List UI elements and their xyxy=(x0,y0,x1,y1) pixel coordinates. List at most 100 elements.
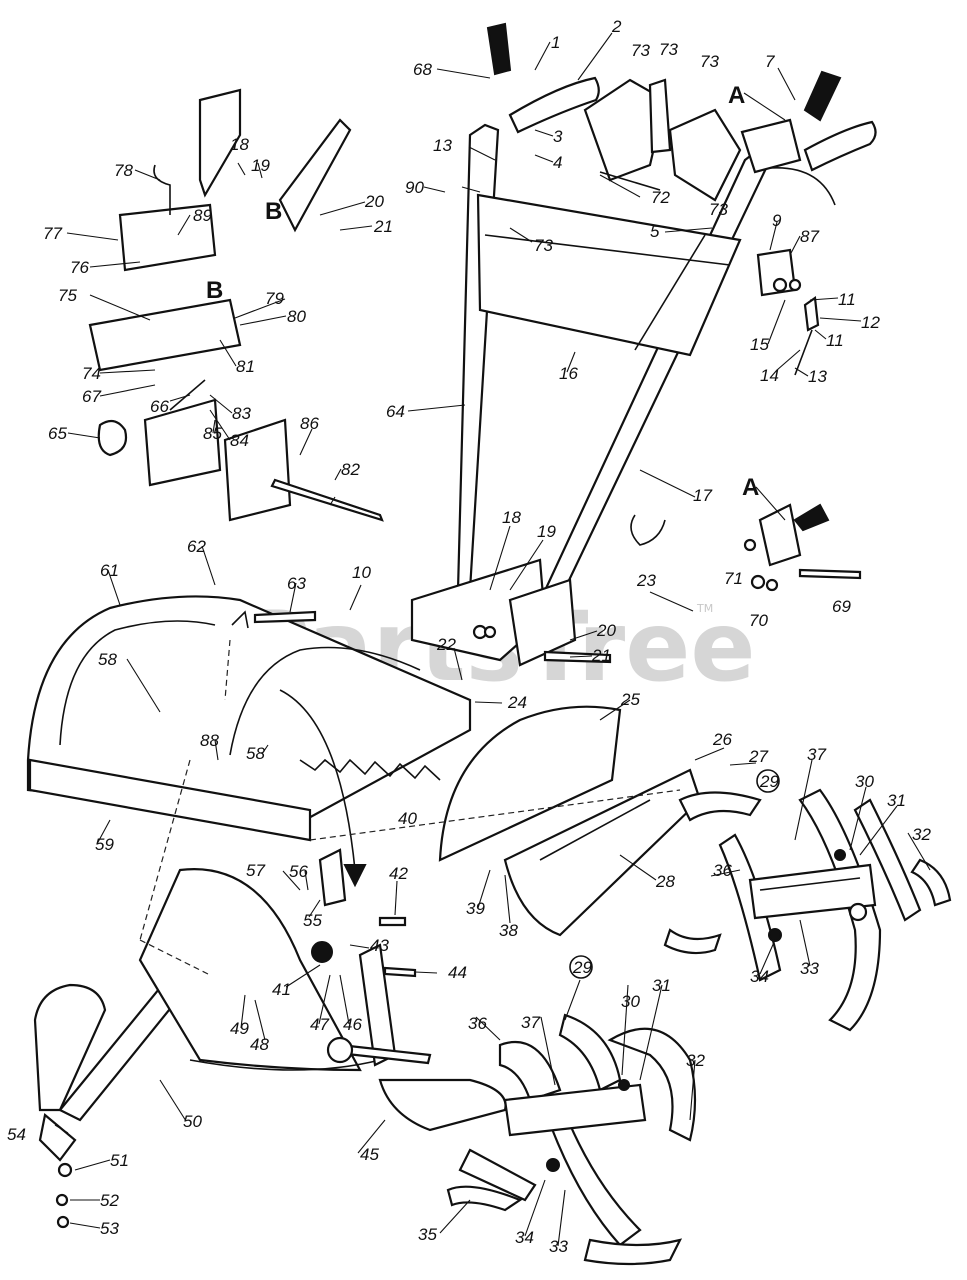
callout-7: 7 xyxy=(765,52,775,71)
callout-80: 80 xyxy=(287,307,306,326)
callout-20-lower: 20 xyxy=(596,621,616,640)
depth-bar-detail xyxy=(88,88,384,522)
tine-assembly-lower xyxy=(378,1013,697,1266)
callout-77: 77 xyxy=(43,224,62,243)
callout-36-lower: 36 xyxy=(468,1014,487,1033)
callout-25: 25 xyxy=(620,690,640,709)
callout-63: 63 xyxy=(287,574,306,593)
callout-33-lower: 33 xyxy=(549,1237,568,1256)
callout-68: 68 xyxy=(413,60,432,79)
callout-71: 71 xyxy=(724,569,743,588)
callout-40: 40 xyxy=(398,809,417,828)
callout-2: 2 xyxy=(611,17,622,36)
callout-50: 50 xyxy=(183,1112,202,1131)
callout-58-center: 58 xyxy=(246,744,265,763)
callout-20-upper: 20 xyxy=(364,192,384,211)
callout-24: 24 xyxy=(507,693,527,712)
callout-31-lower: 31 xyxy=(652,976,671,995)
callout-46: 46 xyxy=(343,1015,362,1034)
callout-3: 3 xyxy=(553,127,563,146)
callout-29-ring-lower xyxy=(569,955,593,979)
callout-73-d: 73 xyxy=(709,200,728,219)
callout-11-top: 11 xyxy=(838,290,856,309)
callout-73-c: 73 xyxy=(700,52,719,71)
callout-16: 16 xyxy=(559,364,578,383)
callout-4: 4 xyxy=(553,153,562,172)
callout-1: 1 xyxy=(551,33,560,52)
callout-83: 83 xyxy=(232,404,251,423)
callout-55: 55 xyxy=(303,911,322,930)
callout-45: 45 xyxy=(360,1145,379,1164)
callout-22: 22 xyxy=(436,635,456,654)
callout-21-lower: 21 xyxy=(591,646,611,665)
callout-69: 69 xyxy=(832,597,851,616)
callout-30-lower: 30 xyxy=(621,992,640,1011)
callout-12: 12 xyxy=(861,313,880,332)
handle-assembly xyxy=(410,22,877,667)
callout-9: 9 xyxy=(772,211,782,230)
callout-29-lower: 29 xyxy=(572,958,592,977)
callout-51: 51 xyxy=(110,1151,129,1170)
transmission-frame xyxy=(33,848,432,1229)
callout-43: 43 xyxy=(370,936,389,955)
callout-66: 66 xyxy=(150,397,169,416)
callout-54: 54 xyxy=(7,1125,26,1144)
callout-19-lower: 19 xyxy=(537,522,556,541)
callout-11-bottom: 11 xyxy=(826,331,844,350)
assembly-letter-b-lower: B xyxy=(206,277,223,304)
callout-13-right: 13 xyxy=(808,367,827,386)
assembly-letter-a-top: A xyxy=(728,82,745,109)
callout-26: 26 xyxy=(712,730,732,749)
callout-18-lower: 18 xyxy=(502,508,521,527)
callout-37-right: 37 xyxy=(807,745,826,764)
callout-18-upper: 18 xyxy=(230,135,249,154)
callout-58-left: 58 xyxy=(98,650,117,669)
callout-19-upper: 19 xyxy=(251,156,270,175)
callout-76: 76 xyxy=(70,258,89,277)
callout-10: 10 xyxy=(352,563,371,582)
callout-90: 90 xyxy=(405,178,424,197)
callout-81: 81 xyxy=(236,357,255,376)
callout-29-ring-right xyxy=(756,769,780,793)
tine-shield xyxy=(26,595,702,937)
callout-85: 85 xyxy=(203,424,222,443)
callout-64: 64 xyxy=(386,402,405,421)
callout-48: 48 xyxy=(250,1035,269,1054)
callout-84: 84 xyxy=(230,431,249,450)
callout-73-b: 73 xyxy=(659,40,678,59)
callout-87: 87 xyxy=(800,227,819,246)
callout-79: 79 xyxy=(265,289,284,308)
callout-78: 78 xyxy=(114,161,133,180)
callout-31-right: 31 xyxy=(887,791,906,810)
callout-70: 70 xyxy=(749,611,768,630)
callout-86: 86 xyxy=(300,414,319,433)
callout-35: 35 xyxy=(418,1225,437,1244)
callout-82: 82 xyxy=(341,460,360,479)
callout-49: 49 xyxy=(230,1019,249,1038)
callout-57: 57 xyxy=(246,861,265,880)
callout-62: 62 xyxy=(187,537,206,556)
callout-32-lower: 32 xyxy=(686,1051,705,1070)
callout-38: 38 xyxy=(499,921,518,940)
callout-67: 67 xyxy=(82,387,101,406)
tine-assembly-right xyxy=(663,788,952,1032)
callout-56: 56 xyxy=(289,862,308,881)
watermark-trademark: TM xyxy=(696,602,713,615)
callout-34-right: 34 xyxy=(750,967,769,986)
assembly-letter-a-detail: A xyxy=(742,474,759,501)
callout-30-right: 30 xyxy=(855,772,874,791)
callout-29-right: 29 xyxy=(759,772,779,791)
callout-44: 44 xyxy=(448,963,467,982)
callout-14: 14 xyxy=(760,366,779,385)
callout-32-right: 32 xyxy=(912,825,931,844)
callout-17: 17 xyxy=(693,486,712,505)
callout-73-a: 73 xyxy=(631,41,650,60)
callout-labels: 1 2 3 4 5 7 9 10 11 11 12 13 13 14 15 16… xyxy=(7,17,931,1256)
callout-23: 23 xyxy=(636,571,656,590)
callout-47: 47 xyxy=(310,1015,329,1034)
callout-36-right: 36 xyxy=(713,861,732,880)
callout-72: 72 xyxy=(651,188,670,207)
callout-59: 59 xyxy=(95,835,114,854)
assembly-letter-b-upper: B xyxy=(265,198,282,225)
callout-74: 74 xyxy=(82,364,101,383)
